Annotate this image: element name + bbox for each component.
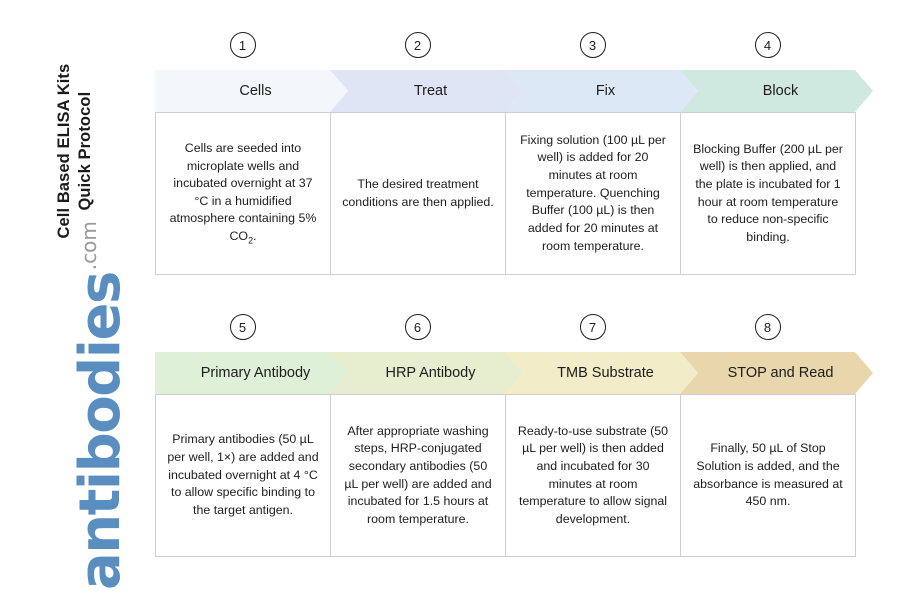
- step-bodies-row-2: Primary antibodies (50 µL per well, 1×) …: [155, 394, 856, 557]
- step-header-5[interactable]: Primary Antibody: [155, 352, 348, 394]
- step-header-1[interactable]: Cells: [155, 70, 348, 112]
- step-body-text: Primary antibodies (50 µL per well, 1×) …: [167, 432, 319, 517]
- step-header-label: HRP Antibody: [385, 365, 476, 381]
- step-bodies-row-1: Cells are seeded into microplate wells a…: [155, 112, 856, 275]
- brand-name: antibodies: [68, 272, 134, 590]
- step-body-text: Ready-to-use substrate (50 µL per well) …: [517, 423, 669, 526]
- step-body-4: Blocking Buffer (200 µL per well) is the…: [680, 112, 856, 275]
- step-header-label: Block: [762, 83, 799, 99]
- step-body-5: Primary antibodies (50 µL per well, 1×) …: [155, 394, 331, 557]
- step-body-text: After appropriate washing steps, HRP-con…: [344, 423, 492, 526]
- step-body-2: The desired treatment conditions are the…: [330, 112, 506, 275]
- step-header-label: Primary Antibody: [200, 365, 311, 381]
- step-header-7[interactable]: TMB Substrate: [505, 352, 698, 394]
- step-number-8: 8: [754, 314, 781, 340]
- step-headers-row-2: Primary Antibody HRP Antibody TMB Substrat…: [155, 352, 855, 394]
- step-number-6: 6: [404, 314, 431, 340]
- step-numbers-row-2: 5 6 7 8: [155, 312, 855, 352]
- step-header-3[interactable]: Fix: [505, 70, 698, 112]
- protocol-row-2: 5 6 7 8 Primary Antibody HRP Antibody TMB Sub…: [155, 312, 855, 557]
- step-number-1: 1: [229, 32, 256, 58]
- step-body-text: Finally, 50 µL of Stop Solution is added…: [693, 441, 843, 509]
- step-header-8[interactable]: STOP and Read: [680, 352, 873, 394]
- step-header-label: Treat: [413, 83, 448, 99]
- step-body-6: After appropriate washing steps, HRP-con…: [330, 394, 506, 557]
- step-numbers-row-1: 1 2 3 4: [155, 30, 855, 70]
- step-header-label: TMB Substrate: [557, 365, 654, 381]
- step-header-label: Fix: [595, 83, 616, 99]
- step-headers-row-1: Cells Treat Fix Block: [155, 70, 855, 112]
- step-header-label: Cells: [239, 83, 272, 99]
- step-number-3: 3: [579, 32, 606, 58]
- protocol-row-1: 1 2 3 4 Cells Treat Fix Block Cells are seeded…: [155, 30, 855, 275]
- step-body-text: The desired treatment conditions are the…: [342, 176, 494, 209]
- step-header-4[interactable]: Block: [680, 70, 873, 112]
- step-header-6[interactable]: HRP Antibody: [330, 352, 523, 394]
- step-header-label: STOP and Read: [727, 365, 834, 381]
- step-body-text: Cells are seeded into microplate wells a…: [169, 140, 317, 246]
- step-body-text: Fixing solution (100 µL per well) is add…: [520, 132, 666, 253]
- step-body-text: Blocking Buffer (200 µL per well) is the…: [693, 141, 843, 244]
- step-number-7: 7: [579, 314, 606, 340]
- left-rail: Cell Based ELISA Kits Quick Protocol ant…: [0, 0, 155, 594]
- step-body-1: Cells are seeded into microplate wells a…: [155, 112, 331, 275]
- brand-logo: antibodies .com: [57, 221, 133, 590]
- brand-tld: .com: [77, 221, 101, 271]
- step-number-5: 5: [229, 314, 256, 340]
- step-body-8: Finally, 50 µL of Stop Solution is added…: [680, 394, 856, 557]
- step-body-7: Ready-to-use substrate (50 µL per well) …: [505, 394, 681, 557]
- step-number-2: 2: [404, 32, 431, 58]
- step-number-4: 4: [754, 32, 781, 58]
- step-body-3: Fixing solution (100 µL per well) is add…: [505, 112, 681, 275]
- step-header-2[interactable]: Treat: [330, 70, 523, 112]
